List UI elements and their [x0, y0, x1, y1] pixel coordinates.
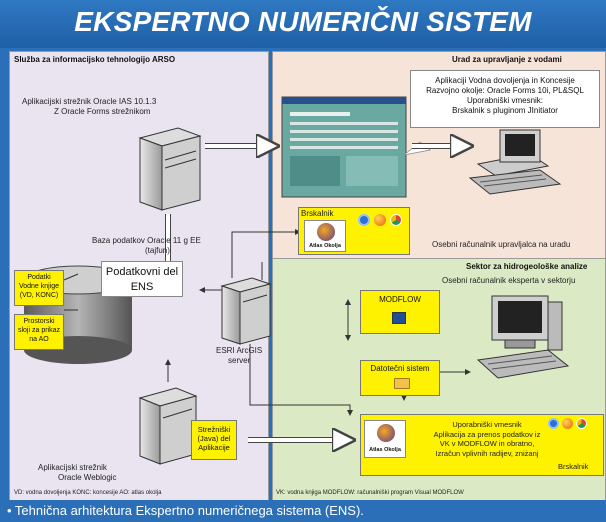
modflow-app-icon[interactable]	[392, 312, 406, 324]
atlas-label-sector: Atlas Okolja	[369, 447, 401, 453]
db-part-line1: Podatkovni del	[105, 266, 179, 278]
app-info-line2: Razvojno okolje: Oracle Forms 10i, PL&SQ…	[426, 86, 584, 95]
ui-line3: VK v MODFLOW in obratno,	[439, 439, 535, 448]
figure-caption: • Tehnična arhitektura Ekspertno numerič…	[7, 503, 364, 518]
app-server-label-line2: Z Oracle Forms strežnikom	[54, 107, 151, 116]
app-info-box: Aplikaciji Vodna dovoljenja in Koncesije…	[410, 70, 600, 128]
spatial-layers-line3: na AO	[29, 336, 49, 343]
title-bar	[0, 0, 606, 48]
water-office-title: Urad za upravljanje z vodami	[452, 55, 562, 64]
firefox-browser-icon[interactable]	[374, 214, 386, 226]
chrome-browser-icon-2[interactable]	[576, 418, 587, 429]
app-info-line3: Uporabniški vmesnik:	[466, 96, 544, 105]
java-line1: Strežniški	[197, 425, 231, 434]
app-info-line1: Aplikaciji Vodna dovoljenja in Koncesije	[435, 76, 575, 85]
modflow-box: MODFLOW	[360, 290, 440, 334]
water-book-line3: (VD, KONC)	[19, 292, 59, 299]
ui-line4: Izračun vplivnih radijev, zniżanj	[435, 448, 539, 458]
oracle-forms-screenshot	[281, 96, 407, 198]
ie-browser-icon[interactable]	[358, 214, 370, 226]
esri-label-line2: server	[228, 356, 251, 365]
caption-bar	[0, 500, 606, 522]
app-info-line4: Brskalnik s pluginom JInitiator	[452, 106, 558, 115]
file-system-label: Datotečni sistem	[370, 364, 430, 373]
ui-description: Uporabniški vmesnik Aplikacija za prenos…	[412, 420, 562, 458]
browser-label-sector: Brskalnik	[558, 462, 589, 471]
water-book-line1: Podatki	[27, 274, 51, 281]
atlas-label-office: Atlas Okolja	[309, 243, 341, 249]
weblogic-label-line2: Oracle Weblogic	[58, 473, 117, 482]
water-book-data-box: Podatki Vodne knjige (VD, KONC)	[14, 270, 64, 306]
water-book-line2: Vodne knjige	[18, 283, 60, 290]
ui-line1: Uporabniški vmesnik	[452, 420, 522, 429]
java-line3: Aplikacije	[198, 443, 230, 452]
db-part-line2: ENS	[130, 281, 154, 293]
java-server-part-box: Strežniški (Java) del Aplikacije	[191, 420, 237, 460]
java-line2: (Java) del	[197, 434, 231, 443]
esri-server-icon	[220, 277, 272, 345]
weblogic-server-icon	[138, 387, 198, 465]
ui-line2: Aplikacija za prenos podatkov iz	[433, 429, 541, 439]
weblogic-label-line1: Aplikacijski strežnik	[38, 463, 107, 472]
app-server-label-line1: Aplikacijski strežnik Oracle IAS 10.1.3	[22, 97, 157, 106]
atlas-okolja-icon-office[interactable]: Atlas Okolja	[304, 220, 346, 252]
spatial-layers-line1: Prostorski	[23, 318, 55, 325]
spatial-layers-box: Prostorski sloji za prikaz na AO	[14, 314, 64, 350]
chrome-browser-icon[interactable]	[390, 214, 402, 226]
folder-icon[interactable]	[394, 378, 410, 389]
db-label-line2: (tajfun)	[145, 246, 170, 255]
modflow-label: MODFLOW	[379, 295, 421, 304]
ie-browser-icon-2[interactable]	[548, 418, 559, 429]
oracle-ias-server-icon	[138, 127, 202, 211]
firefox-browser-icon-2[interactable]	[562, 418, 573, 429]
browser-label-office: Brskalnik	[301, 209, 334, 218]
atlas-globe-icon-2	[377, 424, 395, 442]
hydro-sector-title: Sektor za hidrogeološke analize	[466, 262, 588, 271]
it-service-title: Služba za informacijsko tehnologijo ARSO	[14, 55, 176, 64]
expert-pc-label: Osebni računalnik eksperta v sektorju	[442, 276, 576, 285]
expert-pc-icon	[476, 295, 570, 379]
db-part-box: Podatkovni del ENS	[101, 261, 183, 297]
atlas-globe-icon	[317, 223, 335, 241]
line-esri-to-browser	[231, 229, 301, 278]
page-title: EKSPERTNO NUMERIČNI SISTEM	[74, 6, 532, 37]
esri-label-line1: ESRI ArcGIS	[216, 346, 263, 355]
spatial-layers-line2: sloji za prikaz	[17, 327, 60, 334]
right-footnote: VK: vodna knjiga MODFLOW: računalniški p…	[276, 490, 464, 496]
atlas-okolja-icon-sector[interactable]: Atlas Okolja	[364, 420, 406, 458]
office-pc-label: Osebni računalnik upravljalca na uradu	[432, 240, 571, 249]
left-footnote: VD: vodna dovoljenja KONC: koncesije AO:…	[14, 490, 162, 496]
db-label-line1: Baza podatkov Oracle 11 g EE	[92, 236, 201, 245]
line-esri-to-ui	[249, 344, 353, 416]
file-system-box: Datotečni sistem	[360, 360, 440, 396]
office-pc-icon	[468, 129, 562, 195]
